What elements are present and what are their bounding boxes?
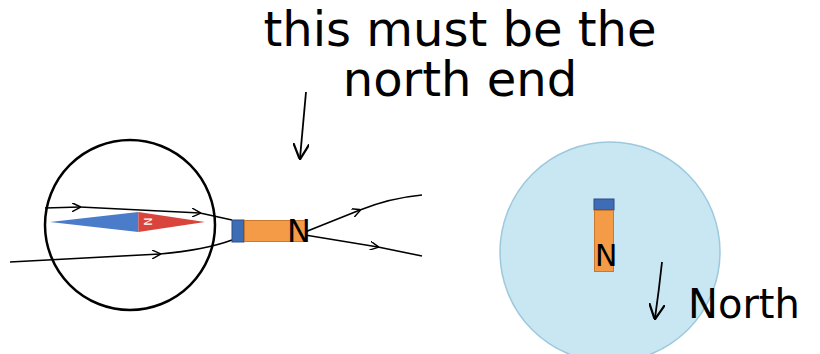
field-line [10,254,160,262]
field-line [160,240,232,254]
direction-arrow [655,262,662,318]
south-cap [232,220,244,242]
compass-needle: N [50,210,205,234]
south-cap [594,199,614,210]
leader-arrow [300,92,306,158]
bar-magnet: N [594,210,614,272]
field-line [305,235,378,247]
field-line [80,207,200,213]
pole-letter: N [595,241,617,271]
field-line [360,195,422,210]
field-line [45,207,80,208]
field-line [305,210,360,232]
direction-label: North [688,282,818,326]
needle-shape [50,210,205,234]
annotation-note: this must be the north end [240,4,680,104]
needle-south [50,212,138,232]
needle-north [138,212,205,232]
bar-magnet: N [244,220,306,242]
field-line [378,247,422,256]
pole-letter: N [287,215,311,247]
field-line [200,213,232,220]
blue-disc [500,142,720,354]
pole-letter: N [142,217,153,225]
compass-ring [45,140,215,310]
